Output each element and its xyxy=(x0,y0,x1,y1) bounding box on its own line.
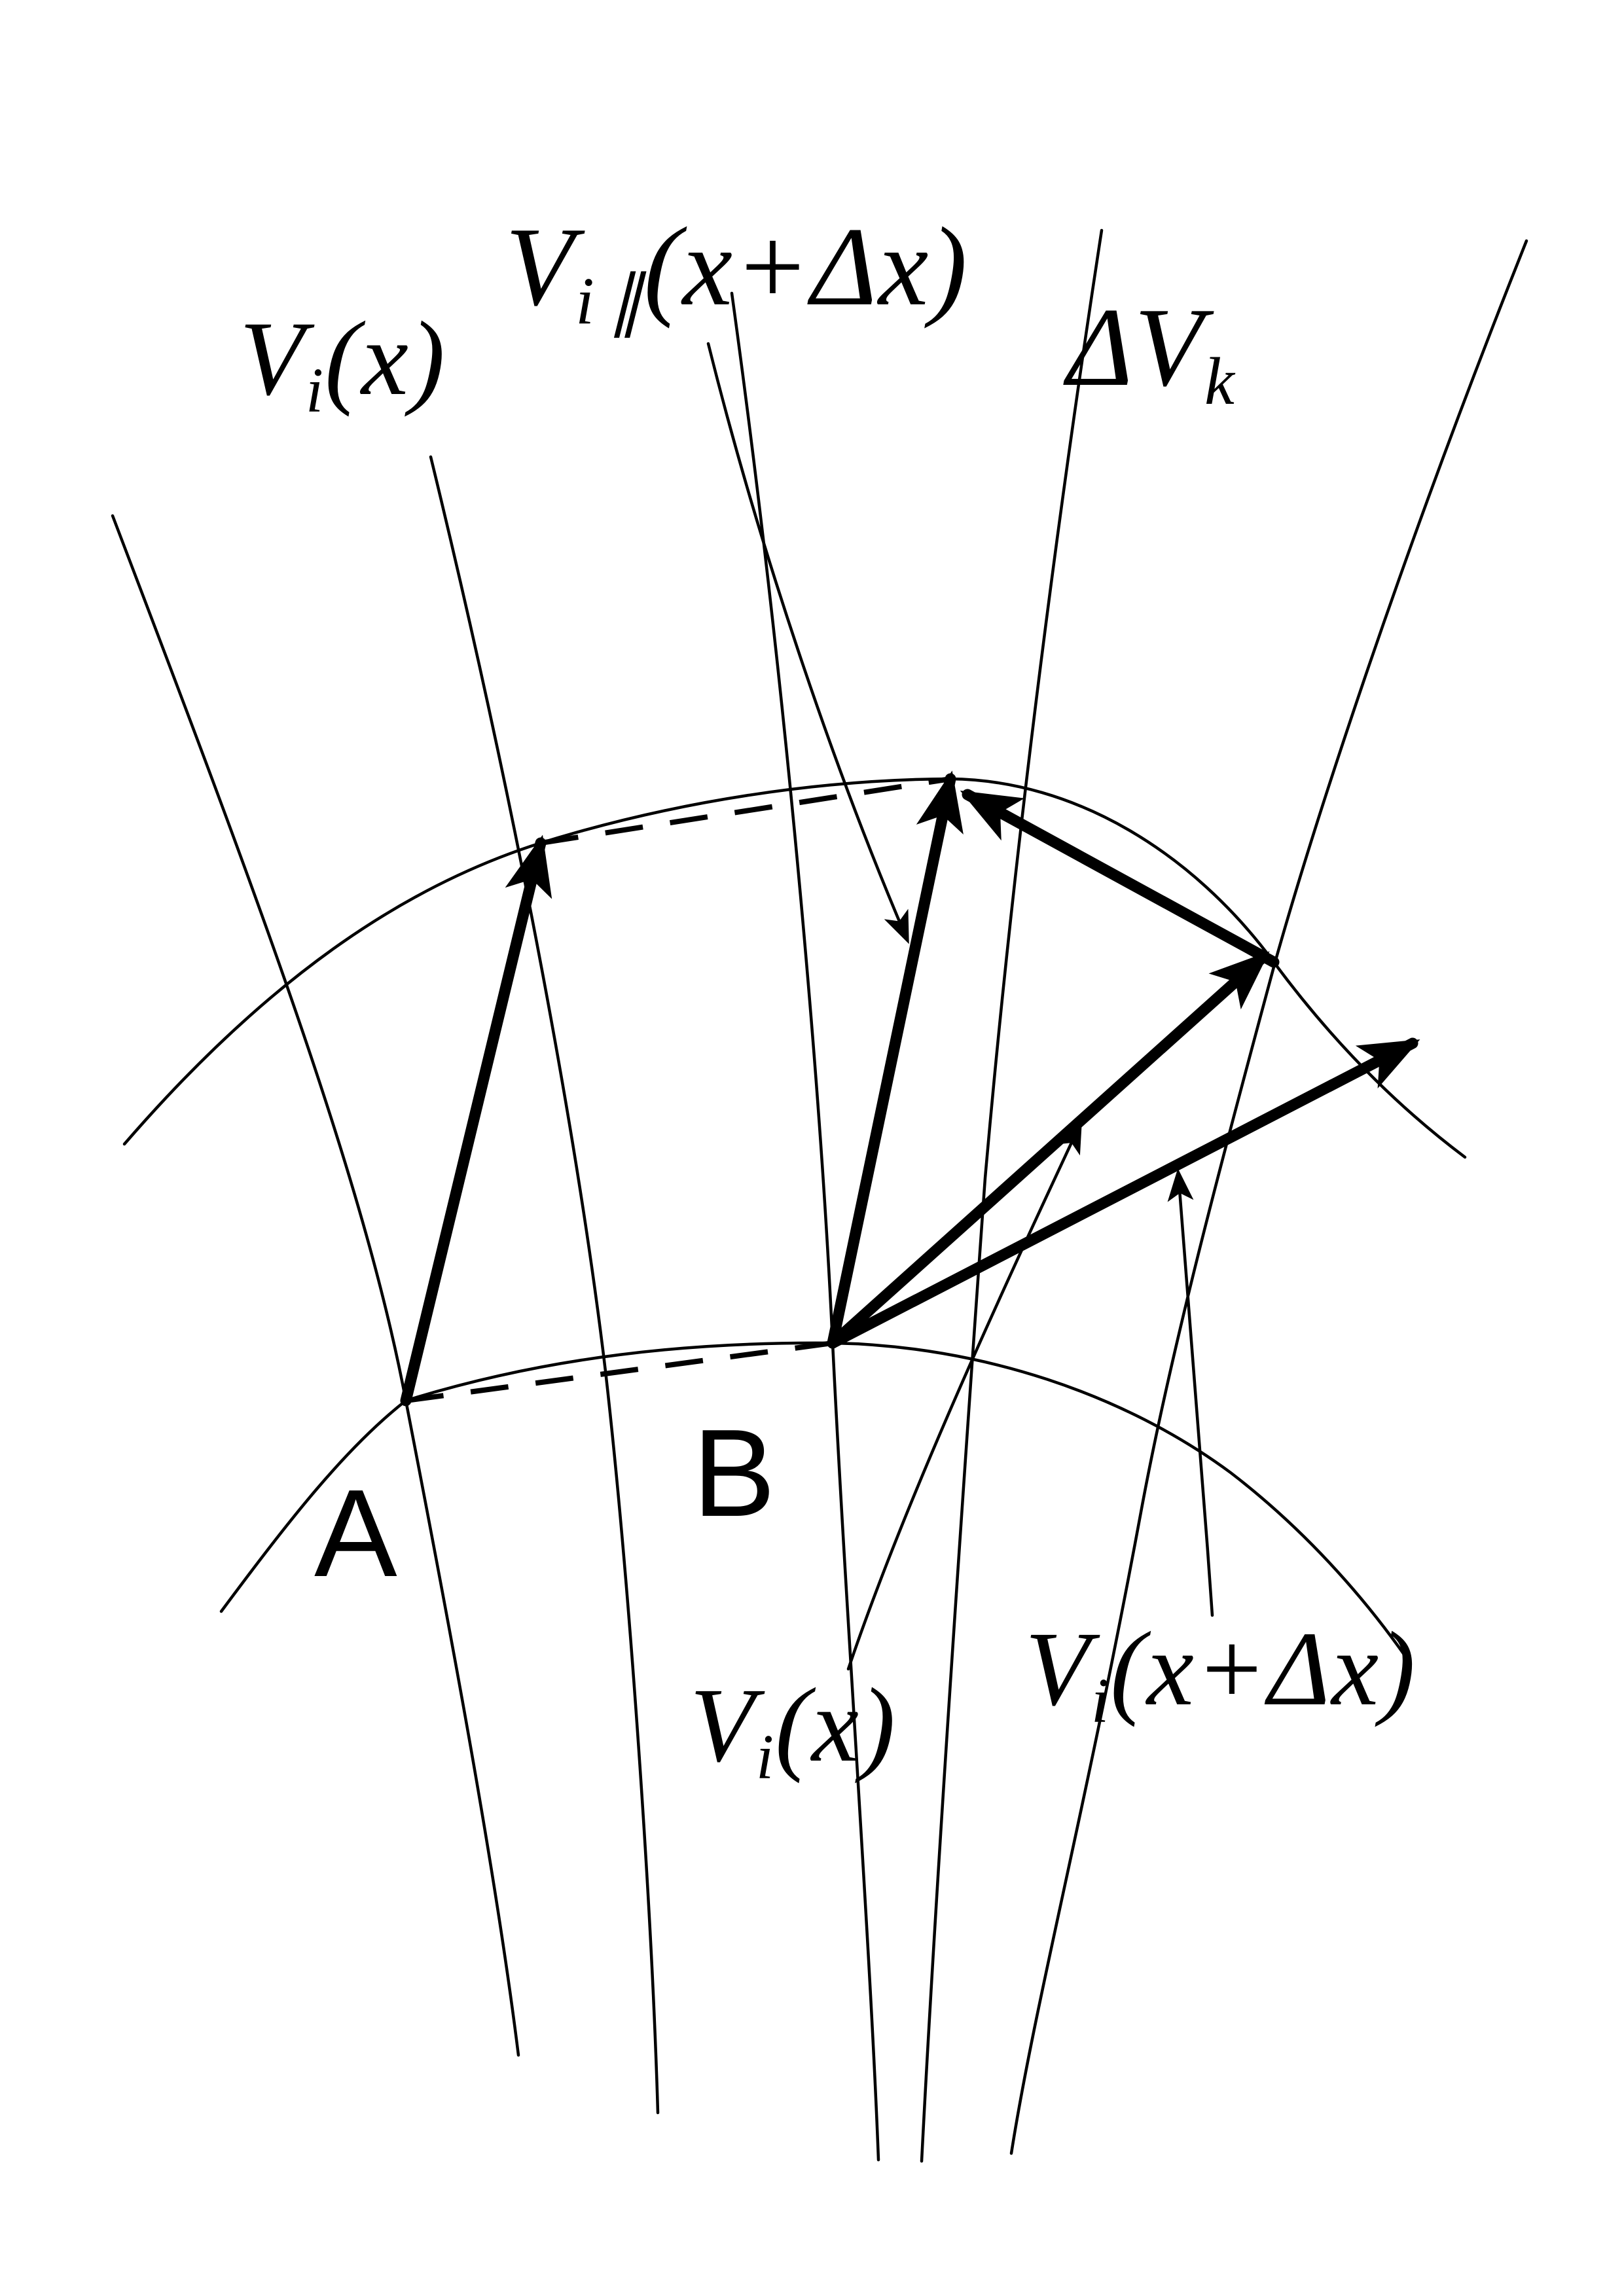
label-delta-v-delta: Δ xyxy=(1067,285,1134,410)
vector-delta-v xyxy=(960,789,1280,968)
coordinate-curves-vertical xyxy=(111,228,1528,2163)
label-v-parallel-main: V xyxy=(505,205,576,329)
label-v-of-x: Vi(x) xyxy=(690,1673,897,1789)
leader-v-of-x-plus-dx-label xyxy=(1167,1168,1214,1617)
dashed-chord-vector-tips xyxy=(540,776,951,846)
label-v-of-x-plus-dx-args: (x+Δx) xyxy=(1110,1611,1417,1728)
label-v-of-x-plus-dx-sub-i: i xyxy=(1091,1666,1110,1737)
label-v-parallel-args: (x+Δx) xyxy=(643,205,969,329)
dashed-chords xyxy=(405,776,951,1403)
upper-coordinate-arc xyxy=(122,777,1467,1159)
leader-v-parallel-label xyxy=(706,342,909,944)
label-v-of-x-main: V xyxy=(690,1667,756,1784)
coordinate-curve-5 xyxy=(1009,239,1528,2155)
label-leaders xyxy=(706,342,1214,1671)
lower-coordinate-arc xyxy=(219,1341,1408,1659)
vector-v-at-A xyxy=(400,834,552,1407)
coordinate-curve-through-B xyxy=(730,291,880,2162)
coordinate-curve-2 xyxy=(429,455,660,2115)
label-v-of-x-args: (x) xyxy=(774,1667,897,1784)
label-delta-v-sub-k: k xyxy=(1204,344,1236,419)
coordinate-curve-4 xyxy=(920,228,1104,2163)
label-v-of-x-sub-i: i xyxy=(755,1722,775,1793)
vector-v-of-x-at-B xyxy=(827,951,1270,1349)
vector-v-of-x-plus-dx-at-B xyxy=(827,1037,1420,1349)
label-point-B: B xyxy=(693,1404,776,1543)
label-delta-v: ΔVk xyxy=(1067,291,1236,416)
leader-v-of-x-label xyxy=(846,1120,1082,1671)
parallel-symbol: ∥ xyxy=(608,263,644,338)
dashed-chord-A-to-B xyxy=(405,1340,833,1403)
label-v-at-A-args: (x) xyxy=(324,300,446,418)
coordinate-curve-through-A xyxy=(111,514,520,2057)
label-point-A: A xyxy=(314,1464,397,1603)
label-v-at-A-main: V xyxy=(240,300,306,418)
label-v-of-x-plus-dx-main: V xyxy=(1025,1611,1091,1728)
label-v-at-A: Vi(x) xyxy=(240,306,446,423)
vectors xyxy=(400,770,1420,1407)
vector-v-parallel-transported-at-B xyxy=(827,770,964,1349)
label-v-of-x-plus-dx: Vi(x+Δx) xyxy=(1025,1617,1416,1733)
label-v-at-A-sub-i: i xyxy=(305,355,325,427)
label-delta-v-main: V xyxy=(1134,285,1205,410)
label-v-parallel-sub-i: i xyxy=(575,263,596,338)
label-v-parallel-transported: Vi∥(x+Δx) xyxy=(505,211,969,335)
